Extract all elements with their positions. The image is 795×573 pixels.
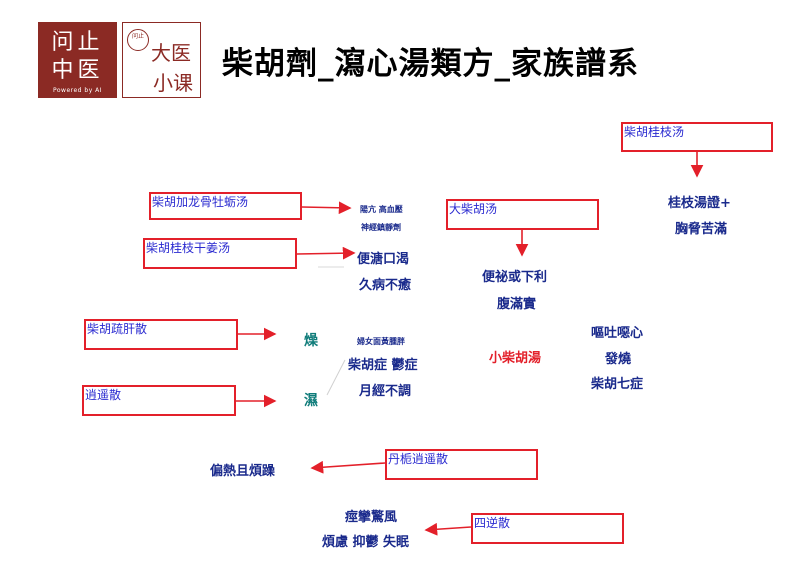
box-chaihu-shugan-san: 柴胡疏肝散 [84,319,238,350]
label-center-symptom-2: 月經不調 [359,384,412,399]
course-logo-line2: 小课 [153,71,193,95]
page-title: 柴胡劑_瀉心湯類方_家族譜系 [222,46,639,82]
logo-tagline: Powered by AI [52,87,103,94]
label-women-symptom: 婦女面黃腫胖 [357,337,405,346]
label-dachaihu-symptom-1: 便祕或下利 [482,270,548,285]
label-longgu-symptom-2: 神經鎮靜劑 [361,223,401,232]
arrow-ganjiang [296,246,356,260]
box-da-chaihu-tang: 大柴胡汤 [446,199,599,230]
label-xiao-symptom-1: 嘔吐噁心 [591,326,644,341]
box-danzhi-xiaoyao-san: 丹栀逍遥散 [385,449,538,480]
label-ganjiang-symptom-2: 久病不癒 [359,278,412,293]
brand-logo: 问止 中医 Powered by AI [38,22,117,98]
label-center-symptom-1: 柴胡症 鬱症 [348,358,418,373]
label-dachaihu-symptom-2: 腹滿實 [497,297,537,312]
label-xiao-symptom-2: 發燒 [605,352,632,367]
label-longgu-symptom-1: 陽亢 高血壓 [360,205,403,214]
logo-line1: 问止 [51,30,104,55]
label-dampness: 濕 [304,393,318,409]
box-sini-san: 四逆散 [471,513,624,544]
label-guizhi-symptom-2: 胸脅苦滿 [675,222,728,237]
course-logo-seal: 问止 [127,29,149,51]
course-logo-line1: 大医 [151,41,191,65]
line-dry-wet [326,359,346,396]
label-xiao-symptom-3: 柴胡七症 [591,377,644,392]
label-dryness: 燥 [304,333,318,349]
logo-line2: 中医 [51,58,104,83]
label-sini-symptom-2: 煩慮 抑鬱 失眠 [322,535,410,550]
label-guizhi-symptom-1: 桂枝湯證+ [668,196,731,211]
label-ganjiang-symptom-1: 便溏口渴 [357,252,410,267]
label-xiao-chaihu-tang: 小柴胡湯 [489,351,542,366]
box-chaihu-longgu-muli-tang: 柴胡加龙骨牡蛎汤 [149,192,302,220]
box-xiaoyao-san: 逍遥散 [82,385,236,416]
label-danzhi-symptom: 偏熱且煩躁 [210,464,276,479]
arrow-danzhi [310,460,386,474]
arrow-sini [424,522,472,536]
box-chaihu-guizhi-ganjiang-tang: 柴胡桂枝干姜汤 [143,238,297,269]
course-logo: 问止 大医 小课 [122,22,201,98]
box-chaihu-guizhi-tang: 柴胡桂枝汤 [621,122,773,152]
arrow-longgu [301,201,352,215]
label-sini-symptom-1: 痙攣驚風 [345,510,398,525]
